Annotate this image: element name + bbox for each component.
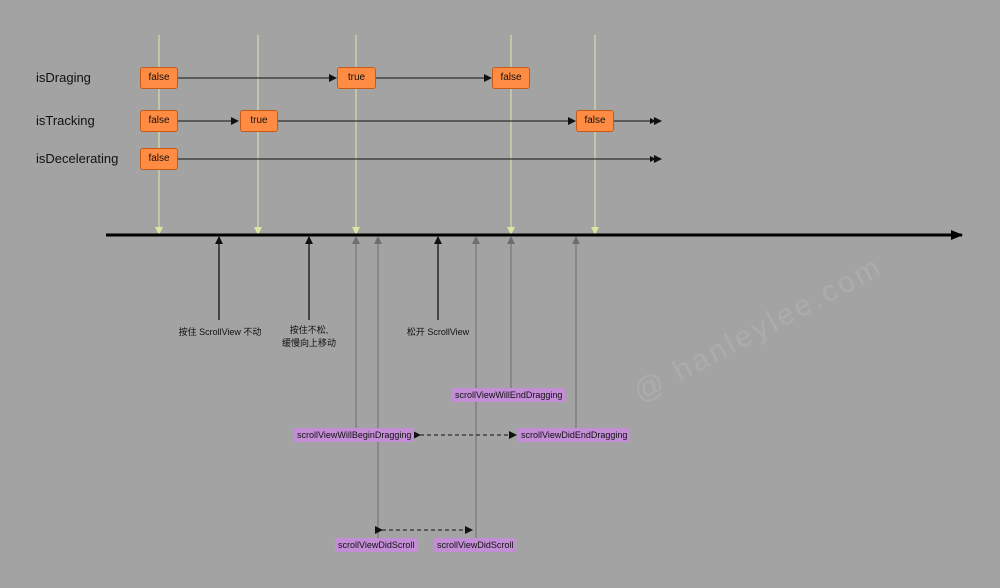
- dashed-connectors: [375, 431, 517, 534]
- state-decel-1: false: [140, 148, 178, 170]
- callback-did-end-dragging: scrollViewDidEndDragging: [518, 428, 631, 442]
- note-press-move-line2: 缓慢向上移动: [281, 338, 337, 348]
- row-label-isdecelerating: isDecelerating: [36, 151, 119, 166]
- touch-event-arrows: [215, 236, 442, 320]
- state-drag-3: false: [492, 67, 530, 89]
- state-drag-2: true: [337, 67, 376, 89]
- note-press-still: 按住 ScrollView 不动: [178, 327, 262, 337]
- note-press-move-line1: 按住不松,: [289, 325, 329, 335]
- state-track-3: false: [576, 110, 614, 132]
- callback-will-begin-dragging: scrollViewWillBeginDragging: [294, 428, 415, 442]
- callback-did-scroll-1: scrollViewDidScroll: [335, 538, 418, 552]
- state-drag-1: false: [140, 67, 178, 89]
- row-label-isdraging: isDraging: [36, 70, 91, 85]
- callback-did-scroll-2: scrollViewDidScroll: [434, 538, 517, 552]
- state-arrows: [178, 74, 662, 163]
- double-arrowheads: [650, 118, 656, 162]
- state-guide-lines: [155, 35, 599, 235]
- row-label-istracking: isTracking: [36, 113, 95, 128]
- state-track-2: true: [240, 110, 278, 132]
- state-track-1: false: [140, 110, 178, 132]
- callback-will-end-dragging: scrollViewWillEndDragging: [452, 388, 566, 402]
- note-release: 松开 ScrollView: [406, 327, 470, 337]
- callback-arrows: [352, 236, 580, 538]
